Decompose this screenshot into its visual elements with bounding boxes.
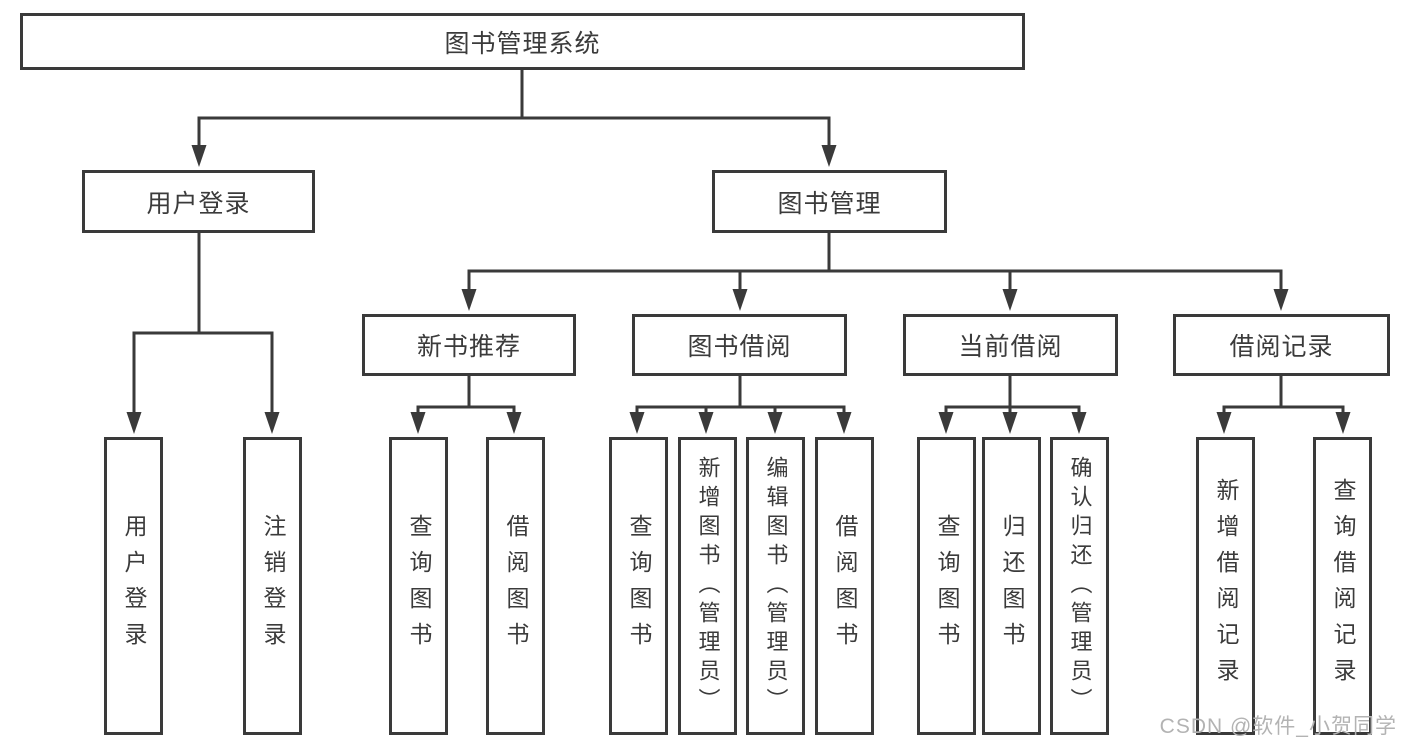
node-book-management: 图书管理 <box>712 170 947 233</box>
leaf-borrow-book: 借阅图书 <box>486 437 545 735</box>
node-root: 图书管理系统 <box>20 13 1025 70</box>
leaf-user-login: 用户登录 <box>104 437 163 735</box>
leaf-label: 新增借阅记录 <box>1213 478 1239 694</box>
leaf-label: 借阅图书 <box>832 514 858 658</box>
leaf-add-borrow-record: 新增借阅记录 <box>1196 437 1255 735</box>
leaf-label: 新增图书（管理员） <box>695 455 721 717</box>
leaf-label: 归还图书 <box>999 514 1025 658</box>
leaf-label: 查询图书 <box>626 514 652 658</box>
leaf-label: 编辑图书（管理员） <box>763 455 789 717</box>
csdn-watermark: CSDN @软件_小贺同学 <box>1159 715 1397 738</box>
leaf-query-book: 查询图书 <box>389 437 448 735</box>
leaf-label: 查询图书 <box>406 514 432 658</box>
leaf-add-book-admin: 新增图书（管理员） <box>678 437 737 735</box>
node-label: 图书管理 <box>777 189 882 218</box>
node-label: 新书推荐 <box>416 333 521 361</box>
leaf-label: 注销登录 <box>260 514 286 658</box>
node-current-borrow: 当前借阅 <box>903 314 1118 376</box>
node-new-book-recommend: 新书推荐 <box>362 314 576 376</box>
node-label: 用户登录 <box>146 189 251 218</box>
leaf-query-borrow-record: 查询借阅记录 <box>1313 437 1372 735</box>
leaf-label: 查询图书 <box>934 514 960 658</box>
node-root-label: 图书管理系统 <box>444 29 601 58</box>
leaf-label: 查询借阅记录 <box>1330 478 1356 694</box>
node-borrow-records: 借阅记录 <box>1173 314 1390 376</box>
leaf-query-book: 查询图书 <box>917 437 976 735</box>
leaf-confirm-return-admin: 确认归还（管理员） <box>1050 437 1109 735</box>
leaf-borrow-book: 借阅图书 <box>815 437 874 735</box>
node-book-borrow: 图书借阅 <box>632 314 847 376</box>
leaf-label: 用户登录 <box>121 514 147 658</box>
node-label: 当前借阅 <box>958 333 1063 361</box>
node-label: 借阅记录 <box>1229 333 1334 361</box>
node-label: 图书借阅 <box>687 333 792 361</box>
leaf-query-book: 查询图书 <box>609 437 668 735</box>
leaf-label: 确认归还（管理员） <box>1067 455 1093 717</box>
leaf-label: 借阅图书 <box>503 514 529 658</box>
leaf-return-book: 归还图书 <box>982 437 1041 735</box>
leaf-edit-book-admin: 编辑图书（管理员） <box>746 437 805 735</box>
node-user-login: 用户登录 <box>82 170 315 233</box>
leaf-logout-login: 注销登录 <box>243 437 302 735</box>
